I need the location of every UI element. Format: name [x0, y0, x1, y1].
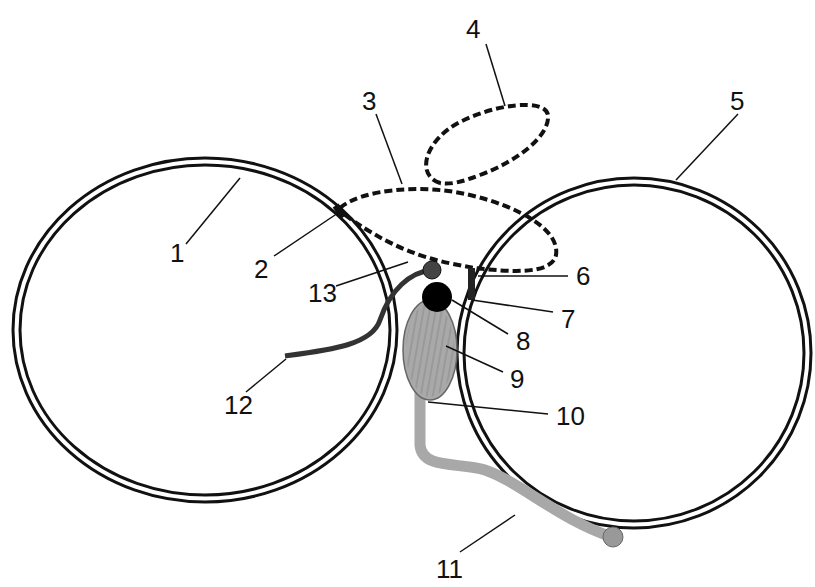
- tube-end: [603, 527, 623, 547]
- callout-number: 9: [510, 366, 524, 392]
- ball: [422, 282, 452, 312]
- callout-number: 1: [170, 240, 184, 266]
- callout-number: 3: [362, 88, 376, 114]
- callout-number: 12: [224, 392, 253, 418]
- mark: [333, 204, 347, 219]
- callout-number: 2: [254, 256, 268, 282]
- dashed-loop: [426, 105, 548, 184]
- right-ring: [457, 178, 811, 528]
- callout-number: 6: [576, 263, 590, 289]
- callout-number: 7: [561, 306, 575, 332]
- callout-number: 10: [556, 403, 585, 429]
- callout-number: 11: [436, 556, 463, 582]
- leader-lines: [186, 44, 738, 552]
- tube: [420, 380, 612, 537]
- balloon: [403, 300, 457, 400]
- balloon-stripes: [406, 303, 454, 397]
- callout-number: 4: [466, 16, 480, 42]
- clip: [468, 268, 475, 300]
- ball: [423, 261, 441, 279]
- dashed-loop: [340, 189, 556, 271]
- callout-number: 13: [308, 280, 337, 306]
- left-ring: [13, 158, 397, 502]
- callout-number: 8: [516, 328, 530, 354]
- callout-number: 5: [730, 88, 744, 114]
